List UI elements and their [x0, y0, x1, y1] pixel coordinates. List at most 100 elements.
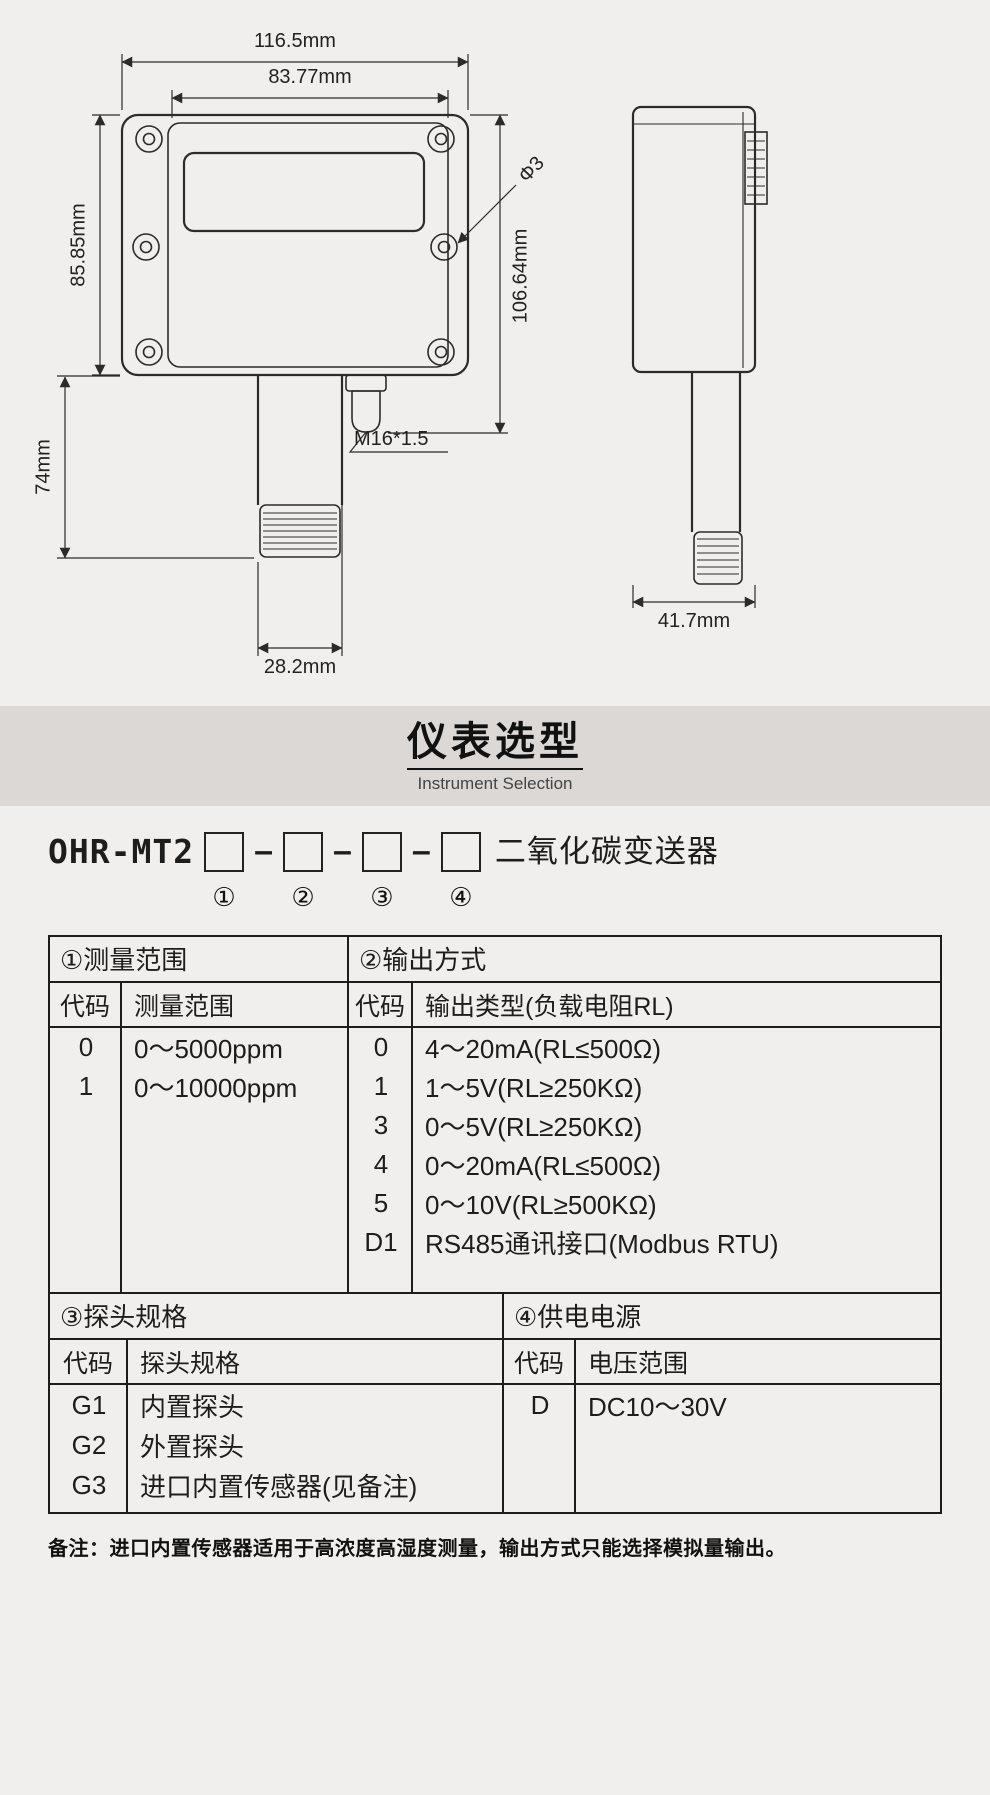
probe-row-code: G3: [71, 1469, 107, 1500]
output-row-value: 0～5V(RL≥250KΩ): [425, 1112, 643, 1142]
output-row-value: 1～5V(RL≥250KΩ): [425, 1073, 643, 1103]
quad-probe-header: 代码 探头规格: [50, 1340, 502, 1385]
table-row: G3 进口内置传感器(见备注): [50, 1465, 502, 1505]
dimension-drawing-section: 116.5mm 83.77mm 85.85mm 74mm 106.64mm Φ3…: [0, 0, 990, 706]
output-row-value: RS485通讯接口(Modbus RTU): [425, 1229, 779, 1259]
probe-row-code: G1: [71, 1389, 107, 1420]
model-slot-1: ①: [204, 832, 245, 913]
model-box-3: [361, 832, 402, 872]
quad-output-header: 代码 输出类型(负载电阻RL): [349, 983, 940, 1028]
probe-row-value: 内置探头: [140, 1391, 245, 1422]
table-row: 3 0～5V(RL≥250KΩ): [349, 1106, 940, 1145]
output-row-code: 4: [373, 1149, 389, 1179]
output-row-value: 4～20mA(RL≤500Ω): [425, 1034, 662, 1064]
probe-side: [690, 372, 743, 585]
device-drawing: [57, 54, 768, 656]
model-slot-4: ④: [440, 832, 481, 913]
model-marker-4: ④: [449, 882, 473, 912]
quad-range: ①测量范围 代码 测量范围 0 0～5000ppm 1 0～10000ppm: [50, 937, 347, 1292]
quad-probe: ③探头规格 代码 探头规格 G1 内置探头 G2 外置探头: [50, 1294, 502, 1512]
inner-width-label: 83.77mm: [268, 66, 352, 88]
probe-height-label: 74mm: [32, 439, 55, 495]
section-band: 仪表选型 Instrument Selection: [0, 706, 990, 806]
side-view-drawing: [631, 105, 768, 585]
gland-thread-label: M16*1.5: [354, 428, 429, 450]
quad-range-body: 0 0～5000ppm 1 0～10000ppm: [50, 1028, 347, 1292]
table-row: 0 0～5000ppm: [50, 1028, 347, 1067]
model-marker-1: ①: [212, 882, 236, 912]
quad-range-header: 代码 测量范围: [50, 983, 347, 1028]
table-row: D DC10～30V: [504, 1385, 940, 1425]
quad-probe-body: G1 内置探头 G2 外置探头 G3 进口内置传感器(见备注): [50, 1385, 502, 1512]
table-row: 4 0～20mA(RL≤500Ω): [349, 1145, 940, 1184]
model-slot-2: ②: [283, 832, 323, 913]
selection-table: ①测量范围 代码 测量范围 0 0～5000ppm 1 0～10000ppm: [48, 935, 942, 1514]
side-width-label: 41.7mm: [657, 610, 731, 632]
model-slot-3: ③: [361, 832, 402, 913]
model-dash: –: [333, 832, 352, 870]
note-text: 备注：进口内置传感器适用于高浓度高湿度测量，输出方式只能选择模拟量输出。: [48, 1538, 786, 1560]
probe-row-code: G2: [71, 1429, 107, 1460]
probe-row-value: 进口内置传感器(见备注): [140, 1471, 418, 1502]
column-divider: [126, 1385, 128, 1512]
quad-power: ④供电电源 代码 电压范围 D DC10～30V: [502, 1294, 940, 1512]
quad-power-body: D DC10～30V: [504, 1385, 940, 1512]
range-row-code: 0: [78, 1032, 94, 1062]
power-value-header: 电压范围: [588, 1349, 689, 1378]
model-box-2: [283, 832, 323, 872]
output-row-value: 0～10V(RL≥500KΩ): [425, 1190, 657, 1220]
model-dash: –: [411, 832, 431, 870]
probe-code-header: 代码: [50, 1340, 128, 1383]
total-width-label: 116.5mm: [254, 30, 336, 52]
range-value-header: 测量范围: [134, 992, 235, 1021]
model-dash: –: [254, 832, 273, 870]
power-row-code: D: [530, 1389, 550, 1420]
table-bottom-section: ③探头规格 代码 探头规格 G1 内置探头 G2 外置探头: [50, 1292, 940, 1512]
quad-output-title: ②输出方式: [349, 937, 940, 983]
section-title: 仪表选型: [407, 718, 583, 770]
cable-gland: [345, 374, 387, 433]
column-divider: [574, 1385, 576, 1512]
output-row-code: 1: [373, 1071, 389, 1101]
output-row-code: D1: [364, 1227, 398, 1257]
column-divider: [120, 1028, 122, 1292]
table-top-section: ①测量范围 代码 测量范围 0 0～5000ppm 1 0～10000ppm: [50, 937, 940, 1292]
total-height-label: 106.64mm: [509, 228, 532, 324]
probe-width-label: 28.2mm: [263, 656, 337, 678]
table-row: 0 4～20mA(RL≤500Ω): [349, 1028, 940, 1067]
probe-front: [256, 375, 344, 558]
output-value-header: 输出类型(负载电阻RL): [425, 992, 674, 1021]
range-row-value: 0～10000ppm: [134, 1073, 298, 1103]
quad-power-title: ④供电电源: [504, 1294, 940, 1340]
front-view-drawing: [120, 113, 470, 558]
dimension-lines: [57, 54, 756, 656]
output-row-value: 0～20mA(RL≤500Ω): [425, 1151, 662, 1181]
output-code-header: 代码: [349, 983, 413, 1026]
model-box-1: [204, 832, 245, 872]
model-code-line: OHR-MT2 ① – ② – ③ – ④ 二氧化碳变送器: [48, 832, 942, 913]
body-height-label: 85.85mm: [67, 203, 90, 287]
table-row: G1 内置探头: [50, 1385, 502, 1425]
quad-range-title: ①测量范围: [50, 937, 347, 983]
model-marker-3: ③: [370, 882, 394, 912]
power-row-value: DC10～30V: [588, 1391, 727, 1422]
probe-value-header: 探头规格: [140, 1349, 241, 1378]
table-row: 1 1～5V(RL≥250KΩ): [349, 1067, 940, 1106]
table-row: 5 0～10V(RL≥500KΩ): [349, 1184, 940, 1223]
column-divider: [411, 1028, 413, 1292]
quad-power-header: 代码 电压范围: [504, 1340, 940, 1385]
output-row-code: 3: [373, 1110, 389, 1140]
selection-section: OHR-MT2 ① – ② – ③ – ④ 二氧化碳变送器 ①测量范围: [0, 806, 990, 1795]
screw-holes: [132, 125, 458, 366]
model-box-4: [440, 832, 481, 872]
range-code-header: 代码: [50, 983, 122, 1026]
range-row-code: 1: [78, 1071, 94, 1101]
probe-row-value: 外置探头: [140, 1431, 245, 1462]
table-row: 1 0～10000ppm: [50, 1067, 347, 1106]
section-subtitle: Instrument Selection: [417, 774, 573, 793]
quad-probe-title: ③探头规格: [50, 1294, 502, 1340]
output-row-code: 0: [373, 1032, 389, 1062]
quad-output-body: 0 4～20mA(RL≤500Ω) 1 1～5V(RL≥250KΩ) 3 0～5…: [349, 1028, 940, 1292]
power-code-header: 代码: [504, 1340, 576, 1383]
